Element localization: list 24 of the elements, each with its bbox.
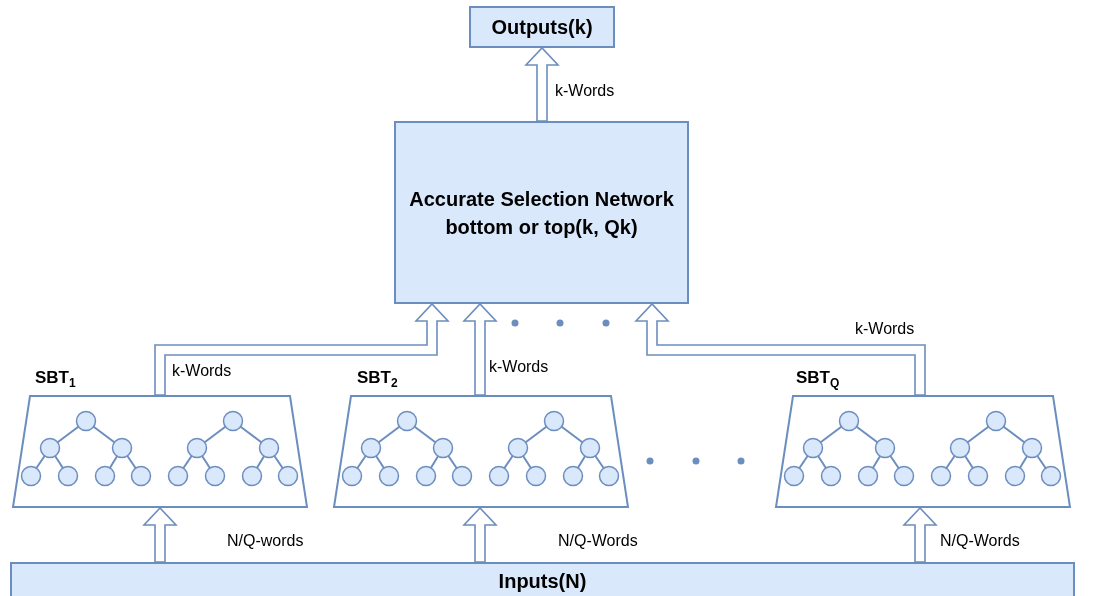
hollow-arrow (142, 506, 178, 563)
node-text: Outputs(k) (491, 15, 593, 40)
node-text: Inputs(N) (498, 569, 587, 594)
tree-heading: SBT$_{1}$ (35, 368, 76, 391)
edge-label: k-Words (489, 358, 549, 376)
hollow-arrow (524, 46, 560, 122)
hollow-arrow (462, 302, 498, 396)
tree-heading: SBT$_{Q}$ (796, 368, 840, 391)
edge-label: k-Words (855, 320, 915, 338)
hollow-arrow (902, 506, 938, 563)
edge-label: k-Words (555, 82, 615, 100)
output-box (469, 6, 615, 48)
tree-heading: SBT$_{2}$ (357, 368, 398, 391)
edge-label: k-Words (172, 362, 232, 380)
tree-block (775, 368, 1071, 508)
node-text: bottom or top(k, Qk) (445, 214, 638, 240)
edge-label: N/Q-Words (940, 532, 1020, 550)
hollow-arrow (462, 506, 498, 563)
edge-label: N/Q-words (227, 532, 304, 550)
edge-label: N/Q-Words (558, 532, 638, 550)
node-text: Accurate Selection Network (409, 186, 674, 212)
hollow-arrow (154, 302, 450, 396)
process-box (394, 121, 689, 304)
hollow-arrow (634, 302, 926, 396)
